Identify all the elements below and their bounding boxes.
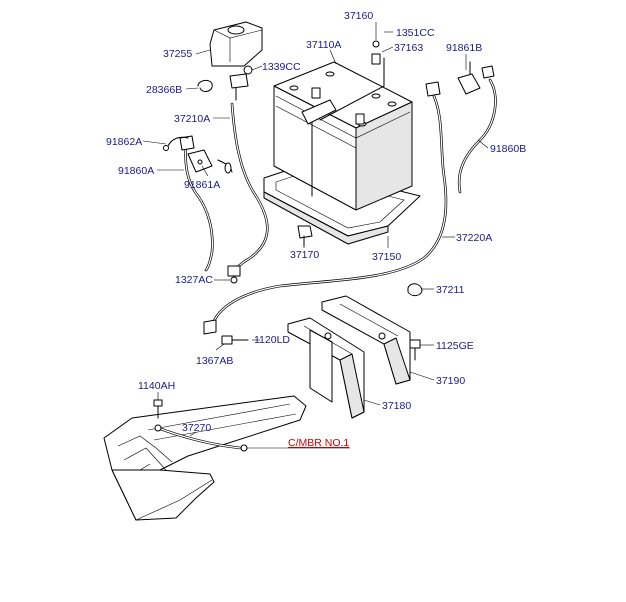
label-37110a[interactable]: 37110A [306,39,341,51]
label-37220a[interactable]: 37220A [456,232,492,244]
label-37163[interactable]: 37163 [394,42,423,54]
label-91861b[interactable]: 91861B [446,42,482,54]
bracket-91861b [457,61,495,95]
clamp-28366b [197,79,213,92]
label-28366b[interactable]: 28366B [146,84,182,96]
label-91860b[interactable]: 91860B [490,143,526,155]
label-91861a[interactable]: 91861A [184,179,220,191]
part-labels: 37160 1351CC 37110A 37163 91861B 37255 1… [106,10,526,449]
label-91862a[interactable]: 91862A [106,136,142,148]
label-37211[interactable]: 37211 [436,284,465,296]
label-1339cc[interactable]: 1339CC [262,61,301,73]
bracket-37190 [321,295,411,385]
cable-37210a [227,102,269,277]
hold-down-bracket [301,40,385,197]
reference-cmbr-no1[interactable]: C/MBR NO.1 [288,437,349,449]
label-91860a[interactable]: 91860A [118,165,154,177]
label-1140ah[interactable]: 1140AH [138,380,175,392]
nut-1339cc [229,65,253,101]
label-37270[interactable]: 37270 [182,422,211,434]
label-1120ld[interactable]: 1120LD [254,334,290,346]
cable-91860b [457,78,497,194]
bolt-37170 [297,225,313,247]
wire-91862a [163,136,189,151]
bracket-91861a [187,149,233,174]
label-37150[interactable]: 37150 [372,251,401,263]
cable-37220a [203,81,448,335]
leader-lines [142,22,489,449]
label-1327ac[interactable]: 1327AC [175,274,213,286]
cable-91860a [179,135,214,272]
bolt-1140ah [153,399,163,419]
label-1367ab[interactable]: 1367AB [196,355,233,367]
label-37210a[interactable]: 37210A [174,113,210,125]
label-37190[interactable]: 37190 [436,375,465,387]
frame-member [103,395,307,521]
label-37255[interactable]: 37255 [163,48,192,60]
bolt-1125ge [409,339,421,361]
screw-1327ac [230,276,238,284]
label-37160[interactable]: 37160 [344,10,373,22]
label-37180[interactable]: 37180 [382,400,411,412]
label-1351cc[interactable]: 1351CC [396,27,435,39]
label-1125ge[interactable]: 1125GE [436,340,474,352]
cable-37270 [154,424,248,452]
bolt-1120ld [221,335,249,345]
battery [273,61,413,211]
bracket-37180 [287,317,365,419]
label-37170[interactable]: 37170 [290,249,319,261]
reservoir [209,21,263,67]
clip-37211 [407,283,423,297]
